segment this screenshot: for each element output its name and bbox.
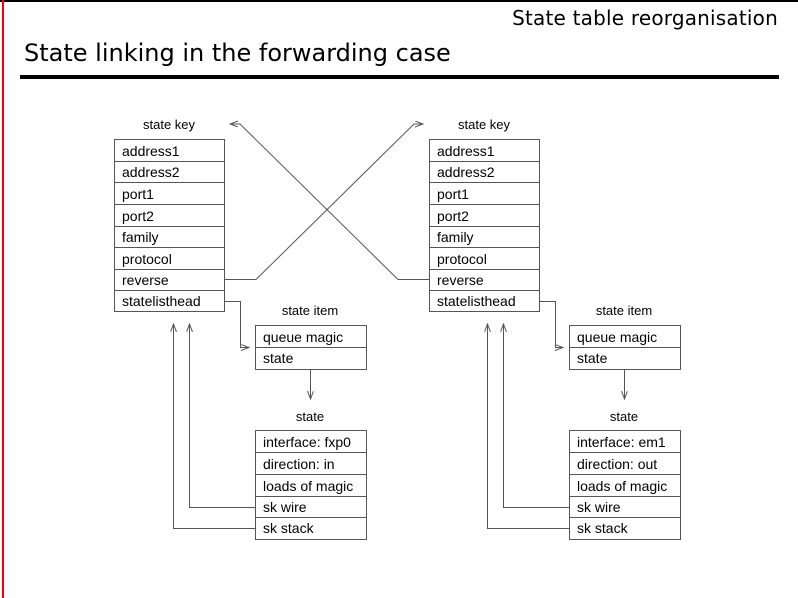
table-row: interface: fxp0 xyxy=(263,434,351,450)
title-underline-rule xyxy=(20,75,779,79)
connector-right-sk-wire-to-statelisthead xyxy=(504,324,570,508)
table-row: sk wire xyxy=(263,499,307,515)
table-row: protocol xyxy=(122,251,172,267)
table-row: loads of magic xyxy=(577,478,667,494)
table-row: direction: in xyxy=(263,456,335,472)
table-row: reverse xyxy=(437,272,484,288)
right-state-box xyxy=(569,430,681,540)
left-accent-rule xyxy=(2,0,4,598)
left-state-item-caption: state item xyxy=(282,303,338,318)
table-row: sk stack xyxy=(263,520,315,536)
connector-right-sk-stack-to-statelisthead xyxy=(488,324,570,529)
table-row: family xyxy=(122,229,159,245)
right-state-item-caption: state item xyxy=(596,303,652,318)
table-row: port2 xyxy=(122,208,154,224)
table-row: port1 xyxy=(437,186,469,202)
table-row: address2 xyxy=(437,164,495,180)
table-row: sk stack xyxy=(577,520,629,536)
table-row: reverse xyxy=(122,272,169,288)
slide-subtitle: State table reorganisation xyxy=(512,6,778,30)
table-row: sk wire xyxy=(577,499,621,515)
left-state-box xyxy=(255,430,367,540)
right-state-caption: state xyxy=(610,409,638,424)
table-row: loads of magic xyxy=(263,478,353,494)
connector-left-sk-stack-to-statelisthead xyxy=(174,324,256,529)
right-state-item-group: state item queue magic state xyxy=(569,303,681,370)
table-row: state xyxy=(577,350,608,366)
connector-left-statelisthead-to-state-item xyxy=(224,301,250,348)
right-state-key-group: state key address1 address2 port1 port2 … xyxy=(429,117,540,312)
table-row: statelisthead xyxy=(122,293,201,309)
table-row: address2 xyxy=(122,164,180,180)
left-state-group: state interface: fxp0 direction: in load… xyxy=(255,409,367,540)
connector-left-reverse-to-right-key xyxy=(224,124,424,280)
table-row: direction: out xyxy=(577,456,657,472)
table-row: queue magic xyxy=(577,329,657,345)
table-row: family xyxy=(437,229,474,245)
left-state-key-box xyxy=(114,139,225,312)
left-state-key-caption: state key xyxy=(143,117,196,132)
connector-right-reverse-to-left-key xyxy=(230,124,430,280)
right-state-key-caption: state key xyxy=(458,117,511,132)
table-row: queue magic xyxy=(263,329,343,345)
table-row: address1 xyxy=(122,143,180,159)
table-row: state xyxy=(263,350,294,366)
top-border-rule xyxy=(0,0,798,2)
left-state-key-group: state key address1 address2 port1 port2 … xyxy=(114,117,225,312)
table-row: protocol xyxy=(437,251,487,267)
right-state-group: state interface: em1 direction: out load… xyxy=(569,409,681,540)
page-title: State linking in the forwarding case xyxy=(24,39,451,67)
table-row: statelisthead xyxy=(437,293,516,309)
table-row: address1 xyxy=(437,143,495,159)
table-row: port2 xyxy=(437,208,469,224)
left-state-item-group: state item queue magic state xyxy=(255,303,367,370)
table-row: port1 xyxy=(122,186,154,202)
connector-right-statelisthead-to-state-item xyxy=(539,301,564,348)
connector-left-sk-wire-to-statelisthead xyxy=(190,324,256,508)
table-row: interface: em1 xyxy=(577,434,666,450)
left-state-caption: state xyxy=(296,409,324,424)
right-state-key-box xyxy=(429,139,540,312)
